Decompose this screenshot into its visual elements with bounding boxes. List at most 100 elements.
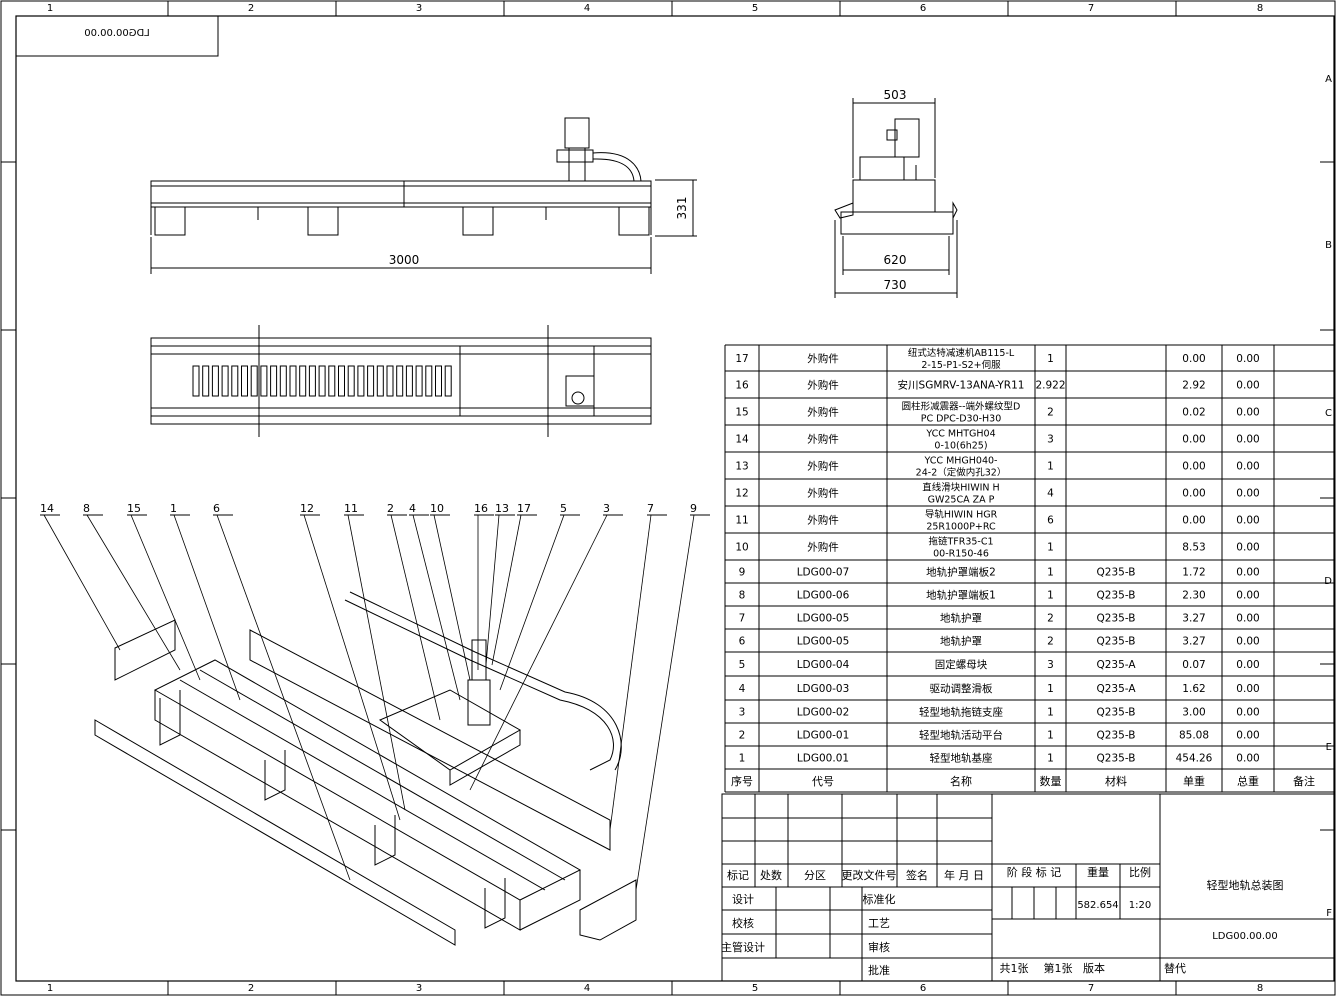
balloon-leader [412, 514, 461, 701]
bom-cell: 外购件 [807, 487, 839, 500]
bom-header-cell: 代号 [812, 775, 834, 788]
title-block-text: 标记 处数 分区 更改文件号 签名 年 月 日 设计 校核 主管设计 标准化 工… [721, 865, 1284, 977]
bom-header-cell: 单重 [1183, 774, 1205, 788]
bom-cell: 1 [1047, 590, 1054, 602]
zone-row-label: E [1326, 742, 1332, 753]
bom-cell: 2 [1047, 407, 1054, 419]
bom-cell: 0.00 [1236, 590, 1259, 602]
bom-cell: LDG00-04 [797, 659, 850, 671]
tb-scale: 1:20 [1129, 900, 1151, 911]
zone-row-label: B [1325, 240, 1332, 251]
isometric-view [94, 591, 637, 946]
bom-cell: 0.00 [1182, 353, 1205, 365]
bom-cell-name-cont: 25R1000P+RC [926, 522, 996, 533]
bom-cell: 3.27 [1182, 636, 1205, 648]
zone-col-label: 2 [248, 3, 254, 14]
bom-cell: 地轨护罩 [940, 635, 982, 648]
balloon-leader [86, 514, 181, 671]
bom-cell: 0.02 [1182, 407, 1205, 419]
bom-cell: 外购件 [807, 379, 839, 392]
bom-cell: 轻型地轨拖链支座 [919, 706, 1003, 719]
balloon-6: 6 [213, 502, 220, 515]
bom-cell: 3 [1047, 659, 1054, 671]
chain-link [357, 365, 365, 397]
bom-cell: LDG00-07 [797, 567, 850, 579]
chain-link [231, 365, 239, 397]
bom-cell: Q235-B [1097, 753, 1136, 765]
zone-col-label: 1 [47, 983, 53, 994]
bom-cell: 0.00 [1182, 515, 1205, 527]
chain-link [289, 365, 297, 397]
bom-cell: 0.00 [1236, 488, 1259, 500]
balloon-7: 7 [647, 502, 654, 515]
balloon-9: 9 [690, 502, 697, 515]
title-block [721, 793, 1335, 982]
bom-cell: 14 [735, 434, 749, 446]
bom-cell-name: YCC MHGH040- [924, 456, 998, 467]
zone-row-label: C [1325, 408, 1332, 419]
chain-link [347, 365, 355, 397]
balloon-10: 10 [430, 502, 444, 515]
bom-cell: 2.30 [1182, 590, 1205, 602]
balloon-leader [609, 514, 652, 831]
bom-header-cell: 名称 [950, 774, 972, 788]
bom-cell: 0.00 [1182, 434, 1205, 446]
tb-sheet-no: 第1张 [1044, 961, 1073, 975]
bom-cell: 外购件 [807, 541, 839, 554]
bom-cell: LDG00-06 [797, 590, 850, 602]
bom-cell-name: 纽式达特减速机AB115-L [908, 347, 1015, 359]
chain-link [279, 365, 287, 397]
bom-cell: 8 [739, 590, 746, 602]
bom-cell: 1 [1047, 461, 1054, 473]
chain-link [386, 365, 394, 397]
bom-header-cell: 序号 [731, 774, 753, 788]
side-view [834, 98, 958, 298]
bom-cell: Q235-B [1097, 567, 1136, 579]
bom-cell: Q235-B [1097, 730, 1136, 742]
zone-col-label: 8 [1257, 3, 1263, 14]
tb-change-doc: 更改文件号 [842, 868, 897, 882]
bom-cell: 0.00 [1182, 488, 1205, 500]
bom-header-cell: 数量 [1040, 775, 1062, 788]
bom-cell: 85.08 [1179, 730, 1209, 742]
balloon-16: 16 [474, 502, 488, 515]
code-box [15, 15, 219, 57]
balloon-13: 13 [495, 502, 509, 515]
bom-cell: 12 [735, 488, 748, 500]
balloon-leader [499, 514, 565, 691]
bom-cell: 0.00 [1236, 567, 1259, 579]
chain-link [202, 365, 210, 397]
bom-cell: 0.00 [1236, 380, 1259, 392]
bom-cell: 固定螺母块 [935, 658, 988, 671]
zone-col-label: 3 [416, 3, 422, 14]
chain-link [376, 365, 384, 397]
chain-link [211, 365, 219, 397]
bom-cell: LDG00-01 [797, 730, 850, 742]
tb-check: 校核 [732, 916, 754, 930]
tb-count: 处数 [760, 869, 782, 882]
bom-cell: 2.922 [1035, 380, 1065, 392]
chain-link [260, 365, 268, 397]
chain-link [405, 365, 413, 397]
zone-col-label: 8 [1257, 983, 1263, 994]
bom-cell: 454.26 [1176, 753, 1213, 765]
tb-weight-label: 重量 [1087, 865, 1109, 879]
bom-cell: 0.00 [1236, 636, 1259, 648]
tb-title: 轻型地轨总装图 [1207, 878, 1284, 892]
bom-cell: 0.00 [1236, 542, 1259, 554]
dim-height: 331 [675, 197, 689, 220]
zone-col-label: 7 [1088, 983, 1094, 994]
bom-cell: Q235-B [1097, 707, 1136, 719]
dim-730: 730 [884, 278, 907, 292]
bom-cell: 1 [1047, 542, 1054, 554]
inner-border [15, 15, 1335, 982]
tb-design: 设计 [732, 893, 754, 906]
chain-link [192, 365, 200, 397]
bom-cell: 1 [1047, 683, 1054, 695]
bom-cell: 0.00 [1236, 730, 1259, 742]
balloon-12: 12 [300, 502, 314, 515]
balloon-leader [173, 514, 241, 701]
balloon-leader [130, 514, 201, 681]
bom-cell-name-cont: 00-R150-46 [933, 549, 989, 560]
